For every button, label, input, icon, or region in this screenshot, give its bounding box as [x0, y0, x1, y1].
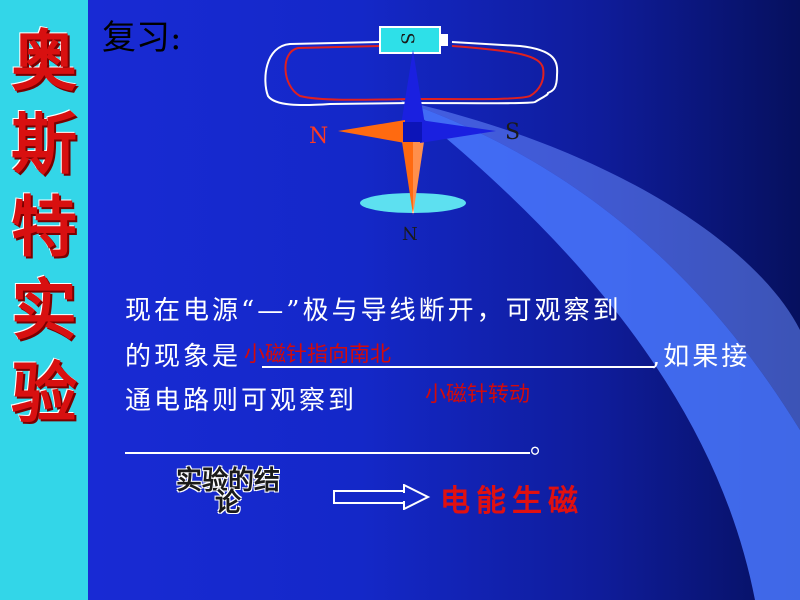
needle-center — [403, 122, 422, 142]
sidebar: 奥 斯 特 实 验 — [0, 0, 88, 600]
needle-horizontal-right — [420, 120, 496, 143]
swoosh-light — [400, 100, 800, 600]
battery-label: S — [396, 32, 418, 45]
conclusion-text: 电能生磁 — [440, 484, 584, 519]
needle-vertical-bottom-shade — [413, 135, 425, 215]
answer-1: 小磁针指向南北 — [244, 342, 391, 366]
sidebar-title-char: 验 — [11, 354, 77, 432]
arrow-icon — [333, 484, 431, 510]
question-line3: 通电路则可观察到 — [125, 386, 358, 416]
battery-terminal — [440, 34, 448, 46]
needle-vertical-bottom — [401, 135, 425, 215]
answer-blank-1 — [262, 366, 654, 368]
answer-blank-2 — [125, 452, 530, 454]
answer-2: 小磁针转动 — [425, 382, 530, 406]
wire-red — [284, 45, 545, 101]
page-title: 复习: — [102, 18, 182, 58]
battery-body — [379, 26, 441, 54]
conclusion-label-line2: 论 — [214, 488, 241, 518]
sidebar-title-char: 特 — [11, 188, 77, 266]
sidebar-title-char: 实 — [11, 271, 77, 349]
conclusion-label: 实验的结 论 — [128, 466, 328, 518]
sidebar-title-char: 斯 — [11, 105, 77, 183]
conclusion-label-line1: 实验的结 — [175, 466, 280, 496]
wire-white — [264, 41, 559, 107]
pole-bottom-label: N — [402, 222, 418, 243]
sidebar-title-char: 奥 — [11, 22, 77, 100]
needle-vertical-top — [401, 50, 425, 125]
swoosh-faint — [400, 100, 800, 430]
sidebar-title: 奥 斯 特 实 验 — [6, 20, 82, 435]
needle-horizontal-left — [338, 120, 405, 143]
pole-right-label: S — [505, 120, 521, 145]
question-line2-prefix: 的现象是 — [125, 342, 242, 372]
pole-left-label: N — [309, 124, 329, 149]
question-line4-end: 。 — [530, 430, 560, 460]
question-line2-suffix: ,如果接 — [652, 342, 751, 372]
question-line1: 现在电源“—”极与导线断开，可观察到 — [125, 296, 622, 326]
